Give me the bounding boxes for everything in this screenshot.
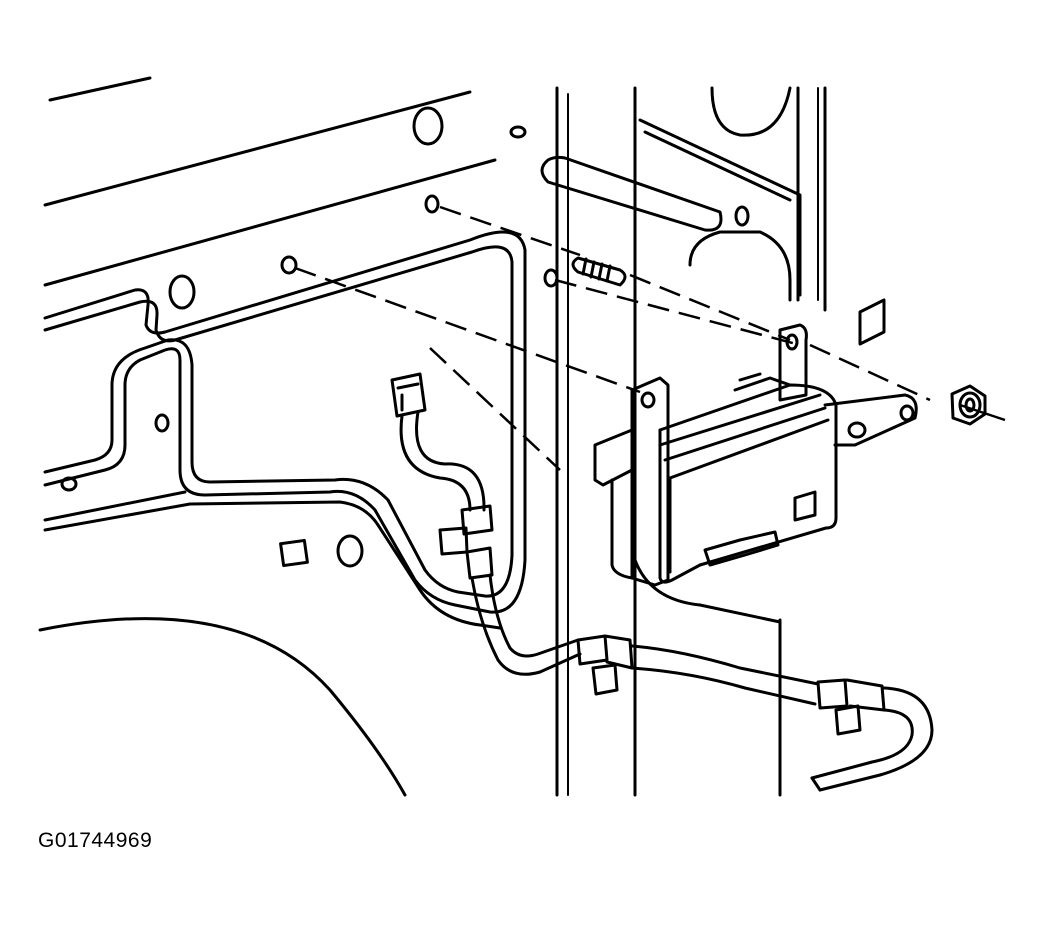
mounting-nut xyxy=(950,384,987,426)
body-pillar xyxy=(540,86,886,797)
alignment-lines xyxy=(294,205,1006,471)
mounting-stud xyxy=(571,256,627,287)
control-module xyxy=(593,323,918,587)
figure-id-label: G01744969 xyxy=(38,829,153,852)
wiring-harness xyxy=(390,372,934,792)
body-panel xyxy=(38,76,559,797)
